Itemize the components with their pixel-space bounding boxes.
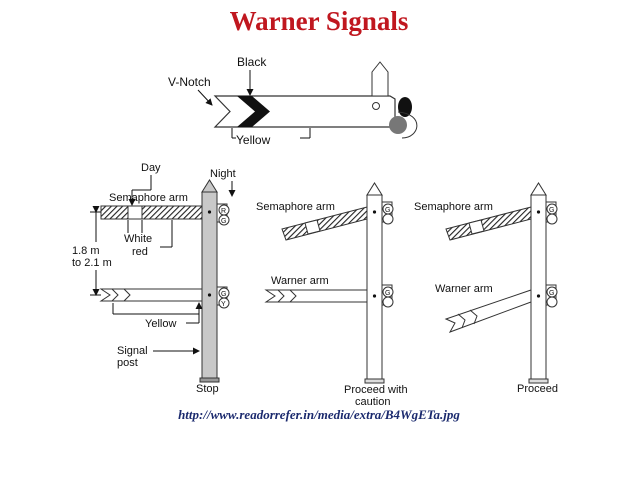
label-day: Day	[141, 162, 161, 174]
svg-text:R: R	[221, 208, 226, 215]
svg-text:G: G	[385, 207, 390, 214]
post-finial	[201, 179, 218, 193]
label-yellow: Yellow	[145, 318, 176, 330]
label-night: Night	[210, 168, 236, 180]
spectacle-outline	[397, 111, 418, 139]
label-height-b: to 2.1 m	[72, 257, 112, 269]
warner-arm-horizontal	[264, 289, 368, 303]
signal-post	[366, 194, 383, 380]
caption-proceed-caution-b: caution	[355, 396, 390, 408]
warner-arm-detail: Black V-Notch Yellow	[168, 55, 418, 147]
black-chevron	[237, 96, 270, 127]
proceed-with-caution-diagram: G G Semaphore arm Warner arm Proceed wit…	[256, 182, 408, 408]
white-band	[304, 219, 321, 235]
spectacle-glass-dark	[398, 97, 412, 117]
label-white: White	[124, 233, 152, 245]
svg-text:G: G	[549, 290, 554, 297]
white-band	[127, 205, 143, 220]
arm-pivot	[207, 210, 212, 214]
spectacle-glass-light	[389, 116, 407, 134]
semaphore-arm-lowered	[445, 206, 532, 241]
signal-post	[201, 191, 218, 379]
label-post: post	[117, 357, 138, 369]
warner-arm-horizontal	[99, 288, 203, 302]
label-black: Black	[237, 55, 267, 69]
svg-text:G: G	[549, 207, 554, 214]
svg-text:G: G	[385, 290, 390, 297]
caption-proceed-caution-a: Proceed with	[344, 384, 408, 396]
svg-text:Y: Y	[221, 301, 226, 308]
label-yellow-detail: Yellow	[236, 133, 271, 147]
semaphore-arm-lowered	[281, 206, 368, 241]
label-semaphore-arm: Semaphore arm	[256, 201, 335, 213]
label-red: red	[132, 246, 148, 258]
slide-title: Warner Signals	[229, 6, 409, 36]
label-warner-arm: Warner arm	[271, 275, 329, 287]
label-signal: Signal	[117, 345, 148, 357]
svg-text:G: G	[221, 218, 226, 225]
proceed-diagram: G G Semaphore arm Warner arm Proceed	[414, 182, 558, 395]
label-height-a: 1.8 m	[72, 245, 100, 257]
white-band	[468, 219, 485, 235]
label-warner-arm: Warner arm	[435, 283, 493, 295]
label-semaphore-arm: Semaphore arm	[109, 192, 188, 204]
post-tip	[371, 61, 389, 97]
signal-post	[530, 194, 547, 380]
caption-proceed: Proceed	[517, 383, 558, 395]
caption-stop: Stop	[196, 383, 219, 395]
semaphore-arm-horizontal	[100, 205, 203, 220]
arm-detail-body	[213, 95, 396, 128]
stop-signal-diagram: R G G Y Day Night Semaphore arm White re…	[72, 162, 236, 395]
arm-pivot	[372, 102, 380, 110]
label-v-notch: V-Notch	[168, 75, 211, 89]
source-url: http://www.readorrefer.in/media/extra/B4…	[178, 407, 460, 422]
warner-arm-lowered	[444, 289, 532, 333]
svg-text:G: G	[221, 291, 226, 298]
label-semaphore-arm: Semaphore arm	[414, 201, 493, 213]
